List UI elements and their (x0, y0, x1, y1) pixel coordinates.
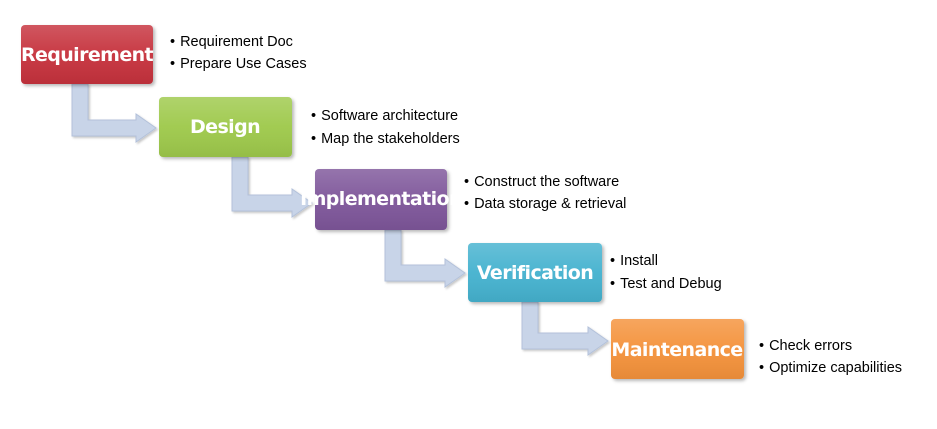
stage-box-gloss (611, 319, 744, 379)
connector-arrow-1 (71, 83, 157, 143)
stage-box-gloss (315, 169, 447, 230)
stage-requirement: Requirement •Requirement Doc •Prepare Us… (21, 25, 307, 84)
stage-title: Design (190, 116, 260, 138)
bullet-item: •Construct the software (464, 174, 619, 190)
bullet-item: •Requirement Doc (170, 34, 293, 50)
bullet-item: •Test and Debug (610, 276, 722, 292)
stage-box-gloss (21, 25, 153, 84)
bullet-item: •Install (610, 253, 658, 269)
bullet-item: •Software architecture (311, 108, 458, 124)
stage-maintenance: Maintenance •Check errors •Optimize capa… (611, 319, 902, 379)
bullet-icon: • (759, 338, 764, 354)
stage-box-gloss (468, 243, 602, 302)
connector-arrows (71, 83, 609, 356)
stage-verification: Verification •Install •Test and Debug (468, 243, 722, 302)
bullet-item: •Map the stakeholders (311, 131, 460, 147)
bullet-icon: • (759, 360, 764, 376)
stage-box-gloss (159, 97, 292, 157)
connector-arrow-2 (231, 156, 313, 218)
stage-design: Design •Software architecture •Map the s… (159, 97, 460, 157)
connector-arrow-4 (521, 301, 609, 356)
bullet-icon: • (610, 253, 615, 269)
stage-title: Requirement (21, 44, 154, 66)
bullet-icon: • (610, 276, 615, 292)
stage-title: Maintenance (611, 339, 742, 361)
bullet-icon: • (311, 131, 316, 147)
bullet-item: •Prepare Use Cases (170, 56, 307, 72)
bullet-icon: • (170, 56, 175, 72)
bullet-icon: • (311, 108, 316, 124)
bullet-icon: • (170, 34, 175, 50)
bullet-item: •Data storage & retrieval (464, 196, 626, 212)
bullet-item: •Optimize capabilities (759, 360, 902, 376)
bullet-item: •Check errors (759, 338, 852, 354)
bullet-icon: • (464, 196, 469, 212)
bullet-icon: • (464, 174, 469, 190)
connector-arrow-3 (384, 229, 466, 288)
stage-title: Implementation (300, 188, 462, 210)
stage-title: Verification (477, 262, 593, 284)
stage-implementation: Implementation •Construct the software •… (300, 169, 626, 230)
